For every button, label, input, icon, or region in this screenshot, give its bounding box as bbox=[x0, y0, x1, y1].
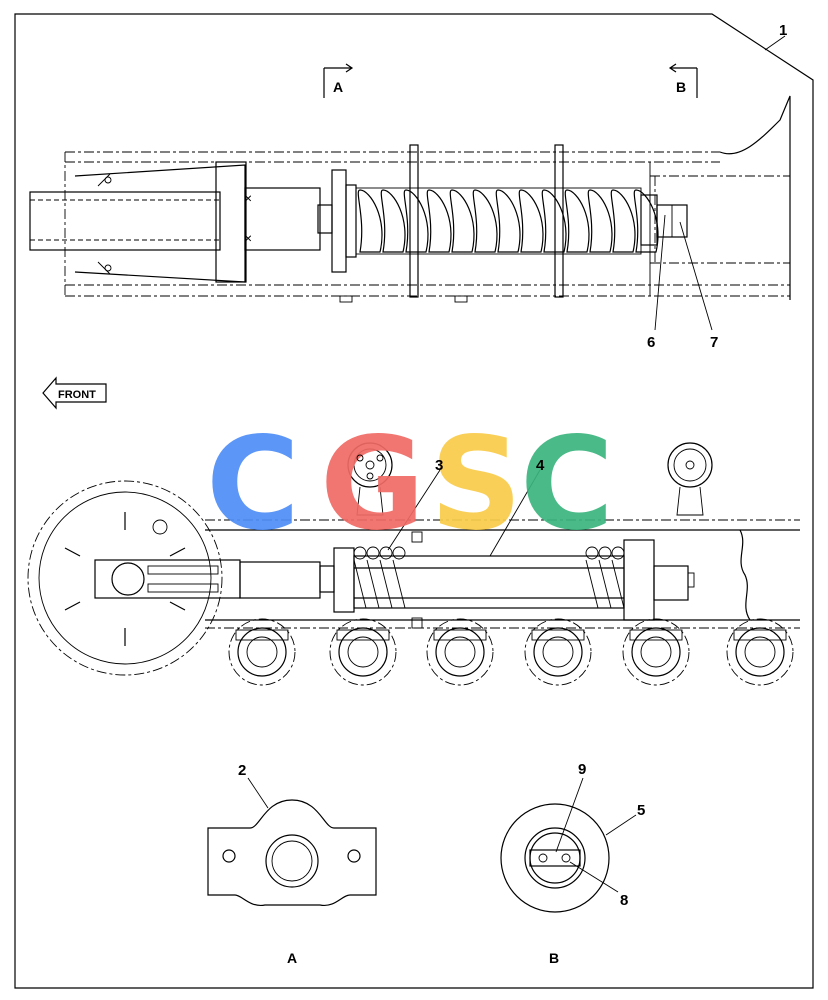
sheet-border bbox=[14, 13, 814, 989]
callout-leader-3 bbox=[387, 469, 441, 551]
callout-leader-8 bbox=[569, 861, 619, 893]
callout-7: 7 bbox=[710, 334, 718, 351]
carrier-roller-1 bbox=[347, 442, 393, 516]
section-marker-b: B bbox=[676, 79, 686, 95]
callout-leader-6 bbox=[654, 214, 666, 331]
callout-leader-7 bbox=[679, 221, 713, 331]
section-view-label-b: B bbox=[549, 950, 559, 966]
callout-1: 1 bbox=[779, 22, 787, 39]
section-marker-a: A bbox=[333, 79, 343, 95]
section-marker-b-arrow bbox=[668, 63, 698, 98]
front-arrow-icon bbox=[42, 376, 107, 410]
front-idler bbox=[27, 480, 223, 676]
front-label: FRONT bbox=[58, 389, 96, 401]
callout-leader-1 bbox=[764, 35, 786, 51]
callout-6: 6 bbox=[647, 334, 655, 351]
callout-3: 3 bbox=[435, 457, 443, 474]
side-view bbox=[27, 442, 800, 686]
recoil-spring-top bbox=[355, 187, 659, 255]
callout-leader-2 bbox=[247, 777, 269, 809]
watermark-letter-g: G bbox=[320, 410, 425, 559]
watermark: C G S C bbox=[206, 410, 614, 559]
callout-leader-9 bbox=[555, 777, 584, 853]
section-view-b bbox=[500, 777, 637, 913]
callout-5: 5 bbox=[637, 802, 645, 819]
section-view-a bbox=[207, 777, 377, 907]
callout-9: 9 bbox=[578, 761, 586, 778]
callout-leader-4 bbox=[489, 469, 541, 557]
top-view: ✕ ✕ bbox=[29, 63, 791, 331]
svg-text:✕: ✕ bbox=[244, 194, 252, 205]
watermark-letter-s: S bbox=[430, 410, 522, 559]
callout-2: 2 bbox=[238, 762, 246, 779]
callout-8: 8 bbox=[620, 892, 628, 909]
watermark-letter-c1: C bbox=[206, 410, 300, 559]
callout-4: 4 bbox=[536, 457, 545, 474]
section-view-label-a: A bbox=[287, 950, 297, 966]
carrier-roller-2 bbox=[667, 442, 713, 516]
watermark-letter-c2: C bbox=[520, 410, 614, 559]
svg-text:✕: ✕ bbox=[244, 234, 252, 245]
callout-leader-5 bbox=[605, 814, 637, 836]
track-rollers bbox=[228, 618, 794, 686]
section-marker-a-arrow bbox=[323, 63, 354, 98]
